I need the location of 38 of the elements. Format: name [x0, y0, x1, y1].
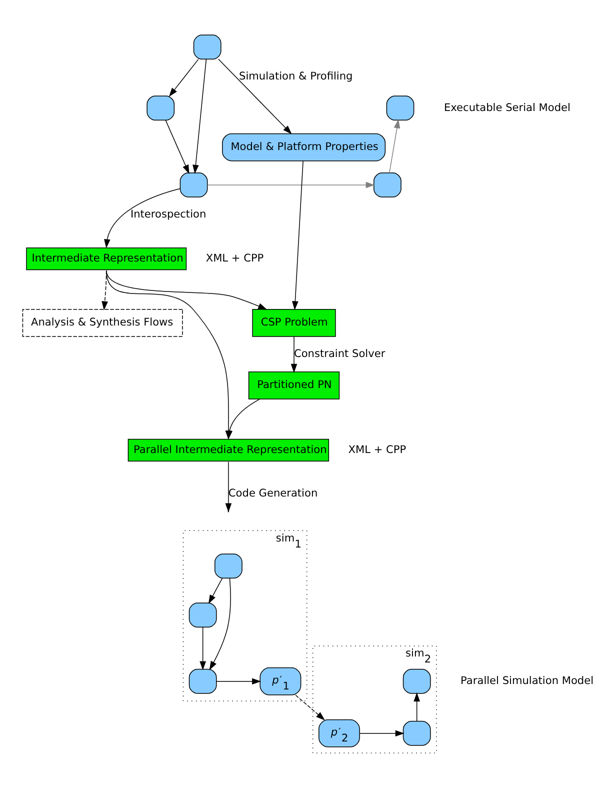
node-box: [146, 96, 175, 121]
arrow: [295, 694, 325, 720]
node-box: [402, 668, 431, 694]
node-box: Partitioned PN: [248, 371, 340, 400]
arrow: [290, 336, 298, 373]
edge-label: Code Generation: [228, 487, 318, 500]
arrow: [218, 58, 292, 134]
label: Parallel Simulation Model: [460, 675, 594, 688]
node-box: [188, 602, 217, 628]
node-box: Model & Platform Properties: [222, 133, 386, 162]
arrow: [209, 578, 231, 670]
node-box: [402, 720, 431, 746]
edge-label: Interospection: [130, 208, 206, 221]
node-label: XML + CPP: [348, 444, 406, 456]
node-box: [214, 554, 242, 578]
label: Executable Serial Model: [444, 102, 570, 114]
arrow: [207, 182, 375, 188]
arrow: [208, 578, 223, 604]
edge-label: Constraint Solver: [294, 348, 386, 360]
arrow: [414, 692, 420, 722]
arrow: [104, 188, 180, 248]
arrow: [168, 58, 199, 97]
node-box: [386, 96, 414, 121]
node-label: XML + CPP: [206, 252, 264, 265]
arrow: [389, 119, 400, 174]
node-box: Analysis & Synthesis Flows: [22, 308, 183, 337]
node-box: [188, 668, 217, 694]
edge-label: Simulation & Profiling: [238, 70, 353, 83]
node-box: [180, 172, 208, 198]
node-box: CSP Problem: [252, 308, 336, 337]
arrow: [216, 678, 262, 685]
arrow: [292, 160, 304, 310]
node-box: [374, 172, 402, 198]
arrow: [359, 730, 404, 737]
arrow: [165, 120, 190, 174]
arrow: [192, 58, 207, 174]
node-box: [193, 34, 222, 60]
arrow: [200, 627, 206, 670]
